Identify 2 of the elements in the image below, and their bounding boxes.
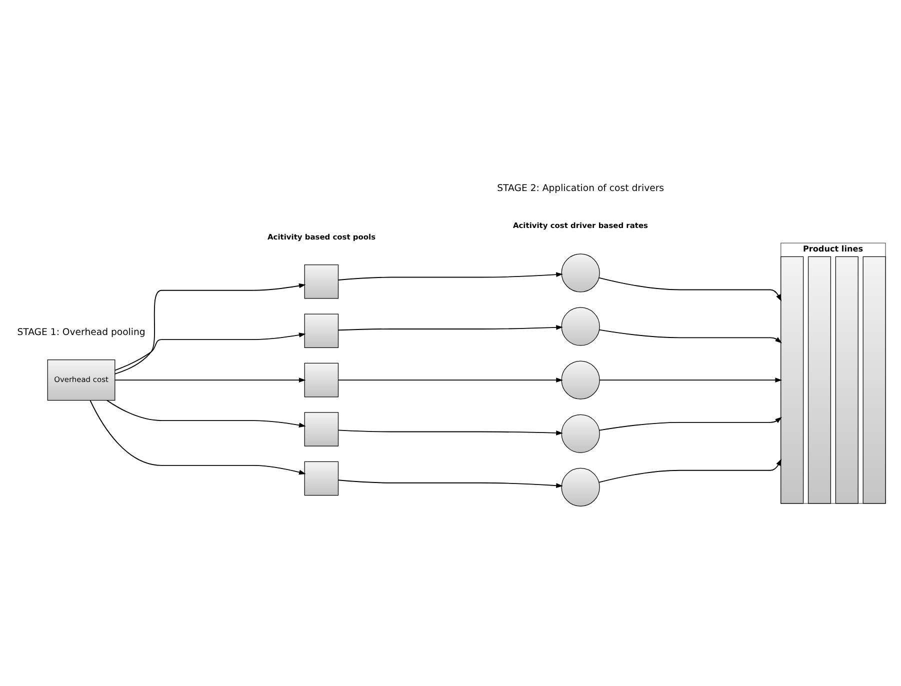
label: STAGE 2: Application of cost drivers [496, 182, 664, 194]
label: STAGE 1: Overhead pooling [16, 326, 145, 338]
